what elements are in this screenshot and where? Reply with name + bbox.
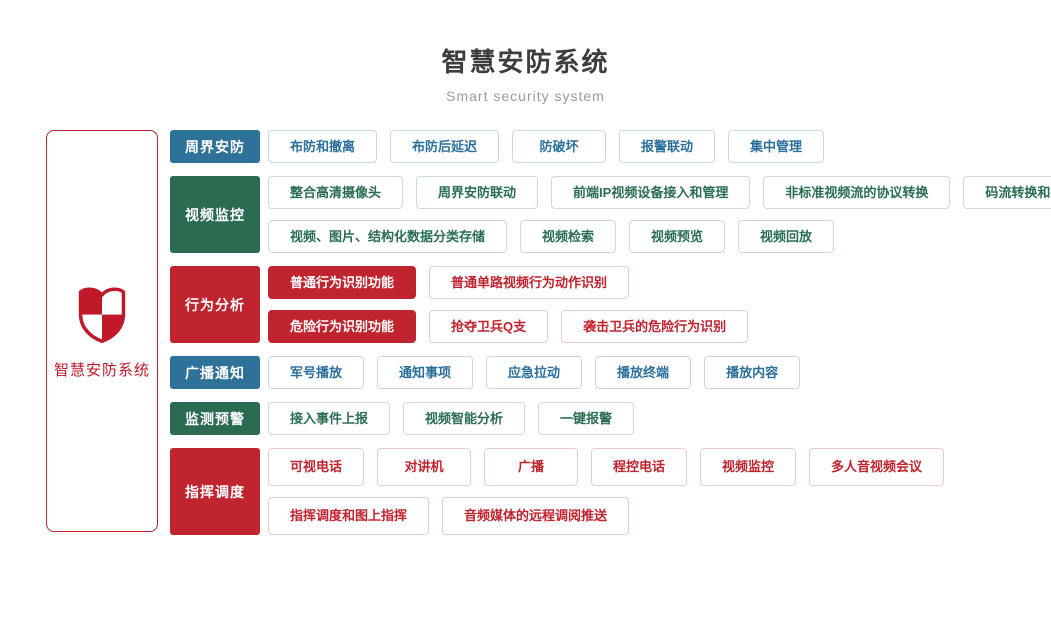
feature-item: 播放终端 xyxy=(595,356,692,389)
feature-item: 普通行为识别功能 xyxy=(268,266,417,299)
feature-line: 整合高清摄像头周界安防联动前端IP视频设备接入和管理非标准视频流的协议转换码流转… xyxy=(268,176,1051,209)
feature-item: 布防后延迟 xyxy=(390,130,500,163)
feature-item: 视频智能分析 xyxy=(403,402,526,435)
feature-line: 可视电话对讲机广播程控电话视频监控多人音视频会议 xyxy=(268,448,945,486)
feature-item: 袭击卫兵的危险行为识别 xyxy=(561,310,749,343)
feature-item: 应急拉动 xyxy=(486,356,583,389)
feature-item: 报警联动 xyxy=(619,130,716,163)
page-subtitle: Smart security system xyxy=(446,88,605,104)
feature-item: 视频、图片、结构化数据分类存储 xyxy=(268,220,508,253)
feature-line: 指挥调度和图上指挥音频媒体的远程调阅推送 xyxy=(268,497,944,535)
feature-item: 可视电话 xyxy=(268,448,365,486)
feature-line: 普通行为识别功能普通单路视频行为动作识别 xyxy=(268,266,748,299)
feature-item: 程控电话 xyxy=(591,448,688,486)
feature-item: 视频检索 xyxy=(520,220,617,253)
feature-row: 行为分析 普通行为识别功能普通单路视频行为动作识别危险行为识别功能抢夺卫兵Q支袭… xyxy=(170,266,1051,343)
category-label: 监测预警 xyxy=(170,402,260,435)
feature-item: 一键报警 xyxy=(538,402,635,435)
feature-item: 视频回放 xyxy=(738,220,835,253)
feature-item: 视频监控 xyxy=(700,448,797,486)
feature-row: 周界安防 布防和撤离布防后延迟防破坏报警联动集中管理 xyxy=(170,130,1051,163)
page-header: 智慧安防系统 Smart security system xyxy=(0,0,1051,104)
feature-item: 集中管理 xyxy=(728,130,825,163)
feature-line: 接入事件上报视频智能分析一键报警 xyxy=(268,402,635,435)
feature-item: 对讲机 xyxy=(377,448,472,486)
feature-item: 码流转换和接口转换 xyxy=(963,176,1051,209)
feature-rows: 周界安防 布防和撤离布防后延迟防破坏报警联动集中管理 视频监控 整合高清摄像头周… xyxy=(170,130,1051,535)
feature-item: 接入事件上报 xyxy=(268,402,391,435)
feature-item: 防破坏 xyxy=(512,130,607,163)
feature-line: 军号播放通知事项应急拉动播放终端播放内容 xyxy=(268,356,801,389)
feature-item: 音频媒体的远程调阅推送 xyxy=(442,497,630,535)
feature-item: 布防和撤离 xyxy=(268,130,378,163)
feature-item: 普通单路视频行为动作识别 xyxy=(429,266,630,299)
feature-lines: 可视电话对讲机广播程控电话视频监控多人音视频会议指挥调度和图上指挥音频媒体的远程… xyxy=(268,448,945,535)
feature-item: 抢夺卫兵Q支 xyxy=(429,310,549,343)
category-label: 指挥调度 xyxy=(170,448,260,535)
feature-item: 前端IP视频设备接入和管理 xyxy=(551,176,751,209)
feature-line: 布防和撤离布防后延迟防破坏报警联动集中管理 xyxy=(268,130,825,163)
feature-lines: 接入事件上报视频智能分析一键报警 xyxy=(268,402,635,435)
diagram-content: 智慧安防系统 周界安防 布防和撤离布防后延迟防破坏报警联动集中管理 视频监控 整… xyxy=(0,104,1051,535)
feature-row: 指挥调度 可视电话对讲机广播程控电话视频监控多人音视频会议指挥调度和图上指挥音频… xyxy=(170,448,1051,535)
shield-icon xyxy=(78,287,126,343)
feature-line: 危险行为识别功能抢夺卫兵Q支袭击卫兵的危险行为识别 xyxy=(268,310,749,343)
feature-lines: 军号播放通知事项应急拉动播放终端播放内容 xyxy=(268,356,801,389)
feature-lines: 普通行为识别功能普通单路视频行为动作识别危险行为识别功能抢夺卫兵Q支袭击卫兵的危… xyxy=(268,266,749,343)
feature-row: 广播通知 军号播放通知事项应急拉动播放终端播放内容 xyxy=(170,356,1051,389)
category-label: 周界安防 xyxy=(170,130,260,163)
feature-item: 整合高清摄像头 xyxy=(268,176,404,209)
category-label: 广播通知 xyxy=(170,356,260,389)
feature-item: 视频预览 xyxy=(629,220,726,253)
feature-lines: 布防和撤离布防后延迟防破坏报警联动集中管理 xyxy=(268,130,825,163)
feature-item: 军号播放 xyxy=(268,356,365,389)
feature-row: 视频监控 整合高清摄像头周界安防联动前端IP视频设备接入和管理非标准视频流的协议… xyxy=(170,176,1051,253)
feature-row: 监测预警 接入事件上报视频智能分析一键报警 xyxy=(170,402,1051,435)
feature-item: 非标准视频流的协议转换 xyxy=(763,176,951,209)
feature-item: 多人音视频会议 xyxy=(809,448,945,486)
feature-item: 指挥调度和图上指挥 xyxy=(268,497,430,535)
feature-line: 视频、图片、结构化数据分类存储视频检索视频预览视频回放 xyxy=(268,220,1051,253)
category-label: 视频监控 xyxy=(170,176,260,253)
category-label: 行为分析 xyxy=(170,266,260,343)
feature-item: 周界安防联动 xyxy=(416,176,539,209)
feature-item: 通知事项 xyxy=(377,356,474,389)
feature-lines: 整合高清摄像头周界安防联动前端IP视频设备接入和管理非标准视频流的协议转换码流转… xyxy=(268,176,1051,253)
feature-item: 广播 xyxy=(484,448,579,486)
root-node: 智慧安防系统 xyxy=(46,130,158,532)
page-title: 智慧安防系统 xyxy=(441,47,610,77)
root-node-label: 智慧安防系统 xyxy=(53,361,150,379)
feature-item: 危险行为识别功能 xyxy=(268,310,417,343)
feature-item: 播放内容 xyxy=(704,356,801,389)
